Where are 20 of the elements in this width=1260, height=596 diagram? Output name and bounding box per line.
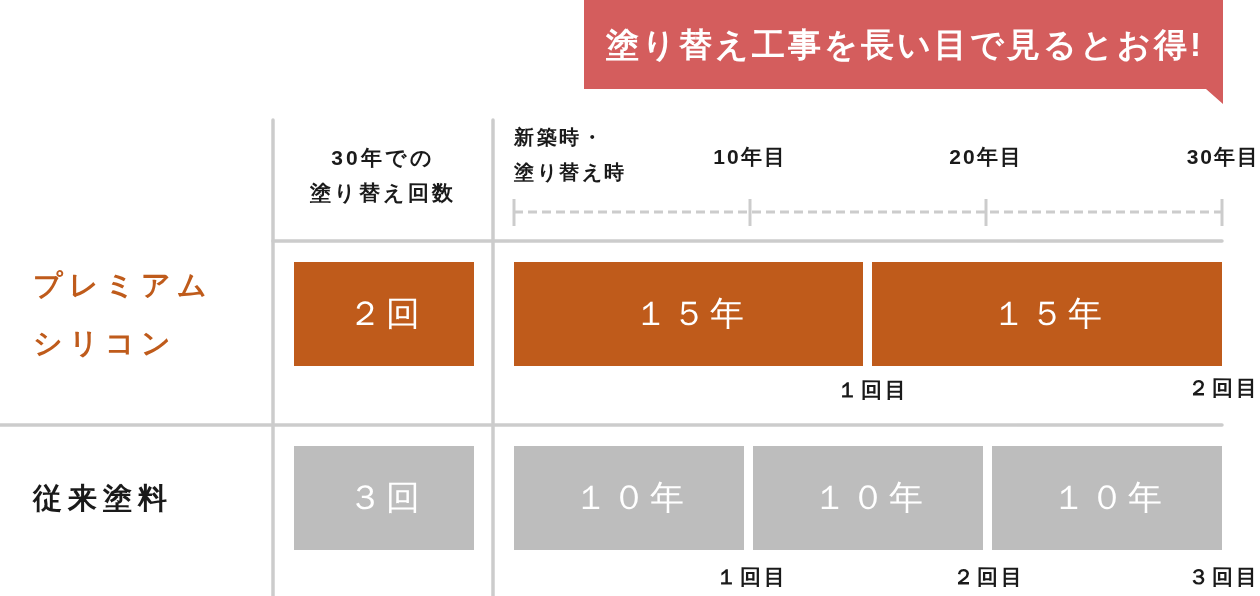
tick-label: 10年目 <box>713 144 787 170</box>
duration-bar: １０年 <box>992 446 1222 550</box>
repaint-count-box: ２回 <box>294 262 474 366</box>
row-label: プレミアムシリコン <box>33 268 213 361</box>
row-label: 従来塗料 <box>33 481 173 516</box>
duration-bar: １０年 <box>753 446 983 550</box>
repaint-label: １回目 <box>716 564 788 590</box>
column-header: 30年での塗り替え回数 <box>310 145 456 206</box>
title-banner: 塗り替え工事を長い目で見るとお得! <box>584 0 1223 104</box>
repaint-count-box: ３回 <box>294 446 474 550</box>
repaint-label: ２回目 <box>953 564 1025 590</box>
repaint-label: １回目 <box>837 377 909 403</box>
repaint-label: ３回目 <box>1188 564 1260 590</box>
duration-bar: １０年 <box>514 446 744 550</box>
column-header: 新築時・塗り替え時 <box>514 125 627 185</box>
repaint-label: ２回目 <box>1188 375 1260 401</box>
tick-label: 20年目 <box>949 144 1023 170</box>
duration-bar: １５年 <box>872 262 1222 366</box>
tick-label: 30年目 <box>1186 144 1260 170</box>
duration-bar: １５年 <box>514 262 863 366</box>
